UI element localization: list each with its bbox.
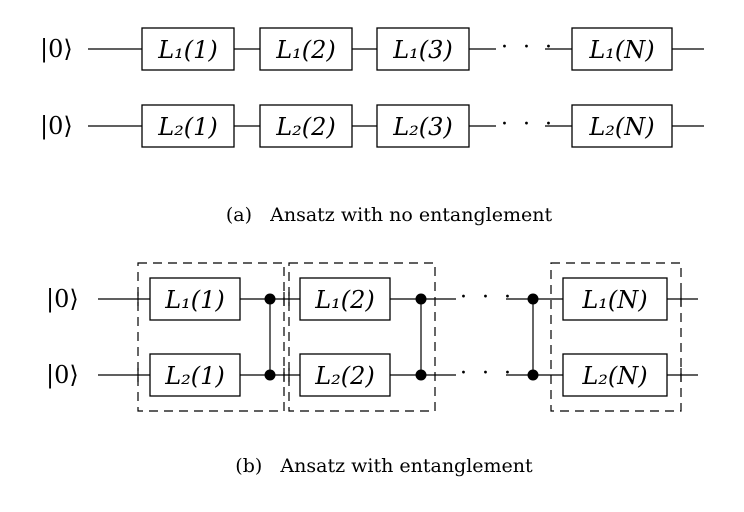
gate-a-L1-3: L₁(3) xyxy=(376,27,470,71)
control-dot-icon xyxy=(527,293,539,305)
control-dot-icon xyxy=(527,369,539,381)
cz-connector-3 xyxy=(527,293,539,381)
svg-text:L₁(2): L₁(2) xyxy=(275,36,336,64)
svg-text:L₁(3): L₁(3) xyxy=(392,36,453,64)
svg-text:L₂(2): L₂(2) xyxy=(314,362,375,390)
layer-box-N xyxy=(550,262,682,412)
ellipsis-b-q1: · · · xyxy=(460,285,515,310)
svg-text:L₁(1): L₁(1) xyxy=(157,36,218,64)
ket-a-q1: |0⟩ xyxy=(40,35,73,64)
svg-text:L₂(2): L₂(2) xyxy=(275,113,336,141)
caption-b: (b) Ansatz with entanglement xyxy=(235,455,533,477)
cz-connector-2 xyxy=(415,293,427,381)
gate-b-L1-2: L₁(2) xyxy=(299,277,391,321)
gate-b-L1-N: L₁(N) xyxy=(562,277,668,321)
gate-a-L2-2: L₂(2) xyxy=(259,104,353,148)
ket-b-q1: |0⟩ xyxy=(46,285,79,314)
control-dot-icon xyxy=(415,369,427,381)
control-dot-icon xyxy=(264,293,276,305)
svg-text:L₂(1): L₂(1) xyxy=(164,362,225,390)
svg-text:L₂(3): L₂(3) xyxy=(392,113,453,141)
cz-connector-1 xyxy=(264,293,276,381)
svg-text:L₁(N): L₁(N) xyxy=(588,36,654,64)
svg-text:L₂(1): L₂(1) xyxy=(157,113,218,141)
gate-b-L2-1: L₂(1) xyxy=(149,353,241,397)
svg-text:L₁(1): L₁(1) xyxy=(164,286,225,314)
gate-a-L1-N: L₁(N) xyxy=(571,27,673,71)
gate-b-L2-N: L₂(N) xyxy=(562,353,668,397)
panel-b: · · · · · · |0⟩ |0⟩ L₁(1) L₁(2) xyxy=(46,262,698,477)
layer-box-1 xyxy=(137,262,285,412)
ellipsis-b-q2: · · · xyxy=(460,361,515,386)
gate-b-L1-1: L₁(1) xyxy=(149,277,241,321)
ket-a-q2: |0⟩ xyxy=(40,112,73,141)
control-dot-icon xyxy=(415,293,427,305)
gate-a-L2-3: L₂(3) xyxy=(376,104,470,148)
svg-text:L₁(2): L₁(2) xyxy=(314,286,375,314)
gate-a-L2-1: L₂(1) xyxy=(141,104,235,148)
gate-b-L2-2: L₂(2) xyxy=(299,353,391,397)
ellipsis-a-q2: · · · xyxy=(501,112,556,137)
ket-b-q2: |0⟩ xyxy=(46,361,79,390)
gate-a-L2-N: L₂(N) xyxy=(571,104,673,148)
svg-text:L₂(N): L₂(N) xyxy=(581,362,647,390)
svg-text:L₁(N): L₁(N) xyxy=(581,286,647,314)
ellipsis-a-q1: · · · xyxy=(501,35,556,60)
caption-a: (a) Ansatz with no entanglement xyxy=(226,204,553,226)
gate-a-L1-2: L₁(2) xyxy=(259,27,353,71)
gate-a-L1-1: L₁(1) xyxy=(141,27,235,71)
panel-a: |0⟩ · · · L₁(1) L₁(2) L₁(3) L₁(N) |0⟩ xyxy=(40,27,704,226)
layer-box-2 xyxy=(288,262,436,412)
control-dot-icon xyxy=(264,369,276,381)
svg-text:L₂(N): L₂(N) xyxy=(588,113,654,141)
